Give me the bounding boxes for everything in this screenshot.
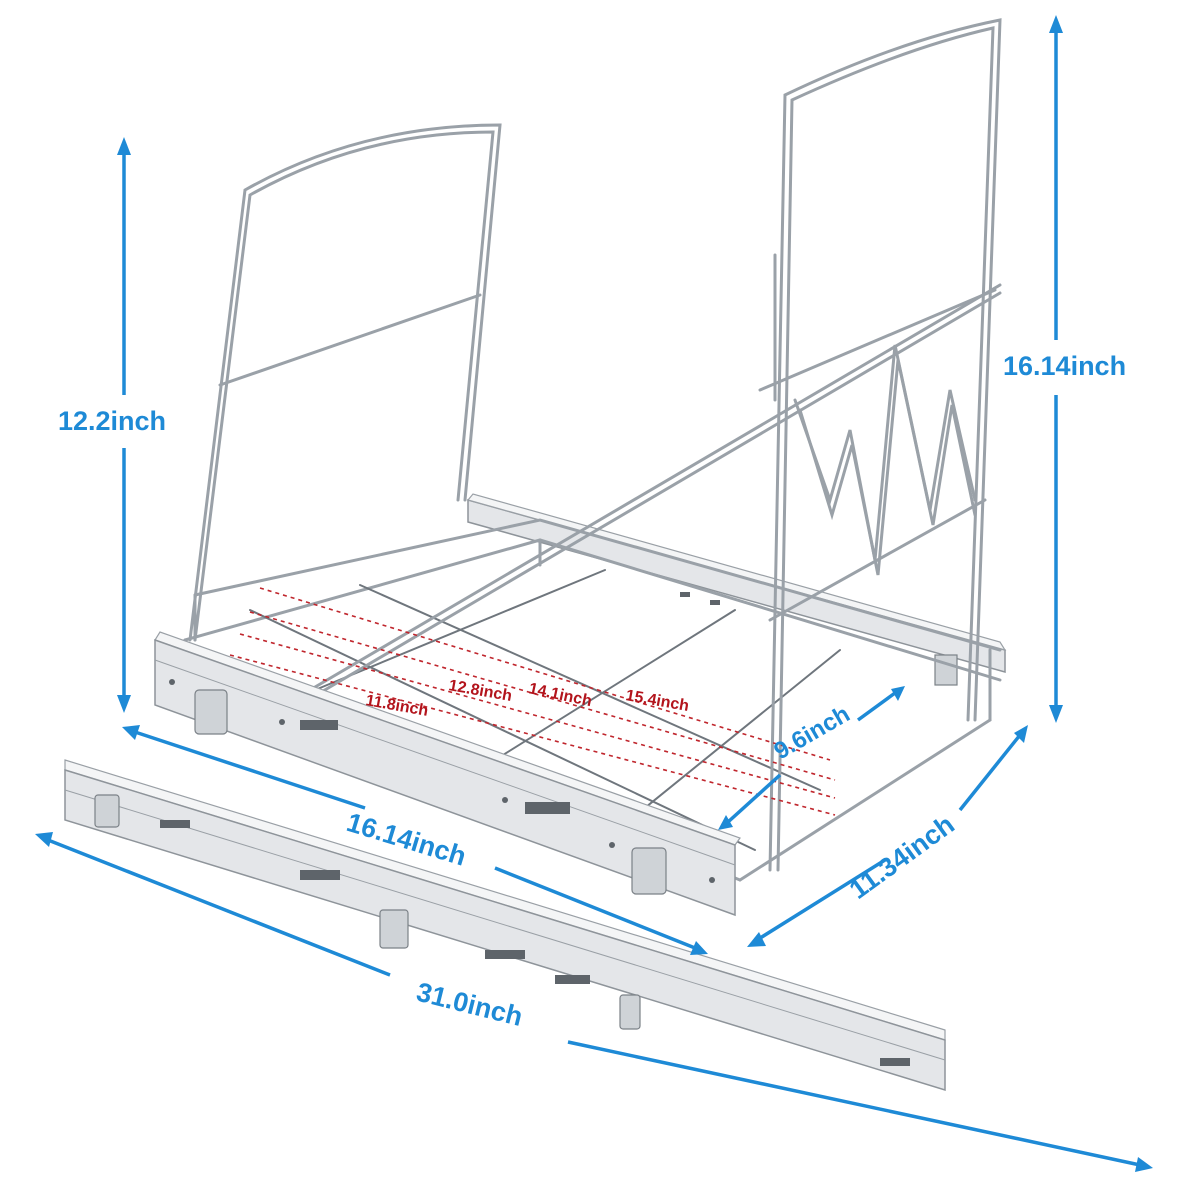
inner-measure-lines [229, 587, 836, 816]
slide-length-label: 31.0inch [414, 977, 526, 1032]
basket-wire-grid [183, 518, 1002, 882]
front-rail [154, 631, 741, 917]
right-lid-frame [308, 18, 1002, 872]
height-right-label: 16.14inch [1003, 351, 1126, 381]
dimension-lines [35, 15, 1153, 1172]
depth-side-label: 11.34inch [844, 809, 960, 905]
height-left-label: 12.2inch [58, 406, 166, 436]
inner-width-label-4: 15.4inch [624, 687, 690, 715]
loose-slide-rail [64, 759, 946, 1092]
left-lid-frame [188, 123, 502, 642]
